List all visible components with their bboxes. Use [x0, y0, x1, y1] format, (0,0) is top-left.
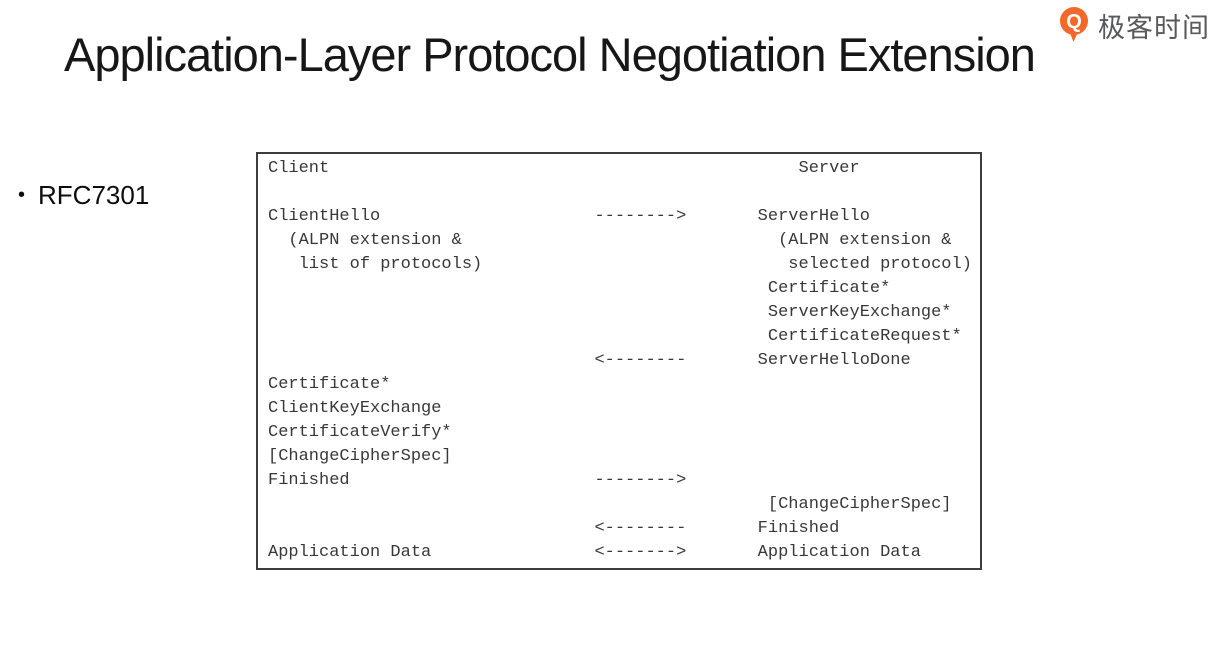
geektime-q-bubble-icon: Q — [1057, 6, 1091, 49]
tls-handshake-diagram: Client Server ClientHello --------> Serv… — [256, 152, 982, 570]
bullet-marker: • — [18, 184, 26, 206]
handshake-ascii-text: Client Server ClientHello --------> Serv… — [268, 159, 972, 562]
bullet-label: RFC7301 — [38, 180, 150, 210]
bullet-item-rfc: • RFC7301 — [18, 180, 149, 210]
page-title: Application-Layer Protocol Negotiation E… — [64, 28, 1036, 81]
svg-text:Q: Q — [1066, 11, 1082, 33]
brand-name: 极客时间 — [1098, 12, 1210, 43]
brand-logo: Q 极客时间 — [1057, 6, 1210, 49]
